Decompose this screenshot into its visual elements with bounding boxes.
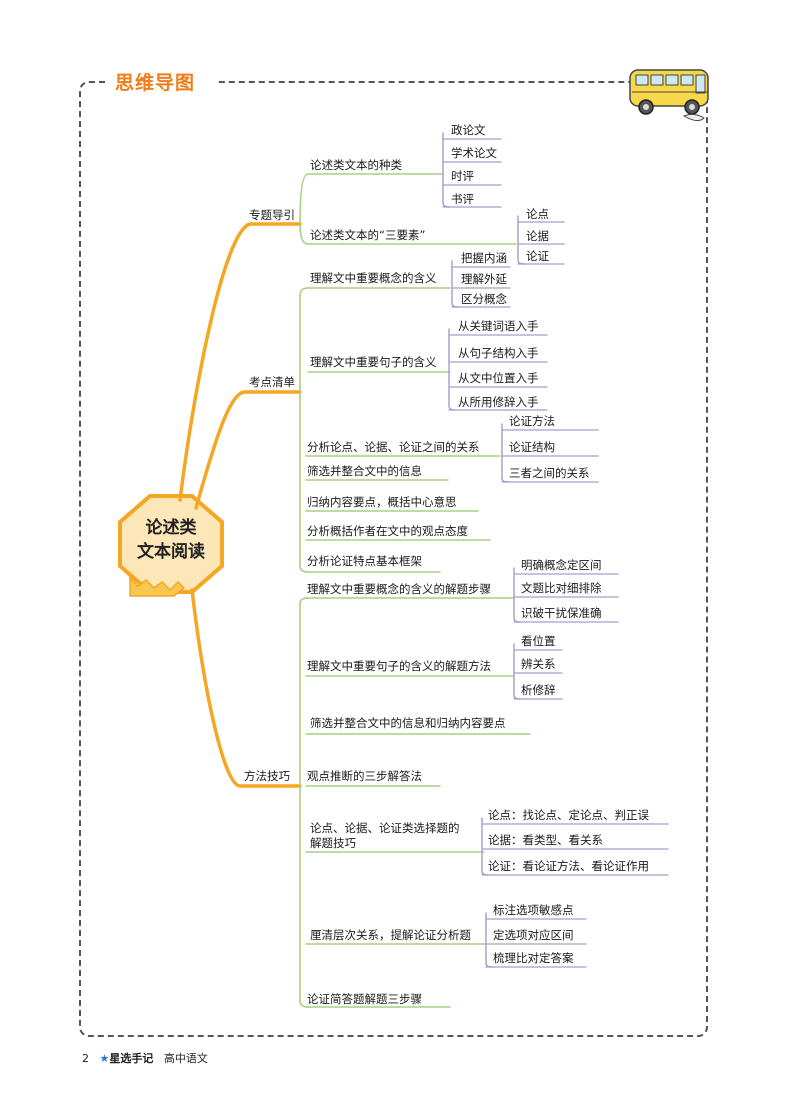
dashed-frame (79, 81, 708, 1037)
leaf-concept-3: 区分概念 (461, 292, 507, 306)
leaf-concept-2: 理解外延 (461, 272, 507, 286)
leaf-text-type-1: 政论文 (451, 123, 486, 137)
leaf-relation-2: 论证结构 (509, 440, 555, 454)
leaf-concept-step-2: 文题比对细排除 (521, 581, 602, 595)
node-analysis-question: 厘清层次关系，提解论证分析题 (310, 928, 471, 942)
node-sentence-methods: 理解文中重要句子的含义的解题方法 (307, 659, 491, 673)
sentence-bracket (448, 328, 456, 411)
leaf-sentence-method-3: 析修辞 (521, 683, 556, 697)
node-author-attitude: 分析概括作者在文中的观点态度 (307, 524, 468, 538)
center-line-2: 文本阅读 (137, 542, 205, 562)
node-sentence-meaning: 理解文中重要句子的含义 (310, 355, 437, 369)
center-node-label: 论述类 文本阅读 (121, 516, 221, 564)
node-text-types: 论述类文本的种类 (310, 158, 402, 172)
node-choice-skills-line2: 解题技巧 (310, 836, 356, 850)
leaf-concept-step-1: 明确概念定区间 (521, 558, 602, 572)
three-elements-bracket (517, 215, 525, 265)
branch-guide-label: 专题导引 (249, 208, 295, 222)
spine-methods-top (299, 597, 309, 787)
school-bus-icon (629, 69, 709, 122)
leaf-choice-skill-3: 论证：看论证方法、看论证作用 (488, 859, 649, 873)
node-argument-features: 分析论证特点基本框架 (307, 554, 422, 568)
node-concept-steps: 理解文中重要概念的含义的解题步骤 (307, 582, 491, 596)
page-footer: 2 ★星选手记 高中语文 (82, 1050, 208, 1066)
leaf-element-3: 论证 (526, 249, 549, 263)
leaf-analysis-3: 梳理比对定答案 (493, 951, 574, 965)
spine-exam-bottom (299, 391, 309, 573)
title-background (108, 68, 218, 96)
node-filter-info: 筛选并整合文中的信息 (307, 464, 422, 478)
concept-steps-bracket (513, 567, 521, 623)
leaf-text-type-3: 时评 (451, 169, 474, 183)
leaf-element-1: 论点 (526, 207, 549, 221)
leaf-sentence-2: 从句子结构入手 (458, 346, 539, 360)
sentence-methods-bracket (513, 643, 521, 700)
leaf-choice-skill-1: 论点：找论点、定论点、判正误 (488, 808, 649, 822)
leaf-sentence-method-2: 辨关系 (521, 657, 556, 671)
leaf-sentence-method-1: 看位置 (521, 634, 556, 648)
leaf-relation-1: 论证方法 (509, 414, 555, 428)
branch-methods-label: 方法技巧 (244, 769, 290, 783)
relation-bracket (501, 423, 509, 483)
leaf-sentence-3: 从文中位置入手 (458, 371, 539, 385)
spine-guide-bottom (299, 223, 309, 245)
subject-name: 高中语文 (163, 1052, 208, 1065)
node-inference-steps: 观点推断的三步解答法 (307, 769, 422, 783)
node-choice-skills-line1: 论点、论据、论证类选择题的 (310, 821, 460, 835)
leaf-analysis-1: 标注选项敏感点 (493, 903, 574, 917)
node-short-answer-steps: 论证简答题解题三步骤 (307, 992, 422, 1006)
concept-bracket (451, 260, 459, 308)
leaf-element-2: 论据 (526, 229, 549, 243)
leaf-text-type-2: 学术论文 (451, 146, 497, 160)
node-three-elements: 论述类文本的“三要素” (310, 228, 426, 242)
node-summarize: 归纳内容要点，概括中心意思 (307, 495, 457, 509)
analysis-bracket (485, 912, 493, 968)
page-number: 2 (82, 1052, 89, 1065)
branch-methods-connector (190, 588, 302, 788)
brand-name: 星选手记 (109, 1052, 154, 1065)
node-concept-meaning: 理解文中重要概念的含义 (310, 271, 437, 285)
center-ribbon-icon (129, 576, 186, 597)
leaf-concept-step-3: 识破干扰保准确 (521, 606, 602, 620)
spine-exam-top (299, 287, 309, 393)
leaf-analysis-2: 定选项对应区间 (493, 928, 574, 942)
center-line-1: 论述类 (145, 518, 197, 538)
leaf-text-type-4: 书评 (451, 192, 474, 206)
spine-methods-bottom (299, 785, 309, 1008)
page-title: 思维导图 (115, 72, 196, 94)
spine-guide-top (299, 173, 309, 225)
node-argument-relations: 分析论点、论据、论证之间的关系 (307, 440, 480, 454)
leaf-concept-1: 把握内涵 (461, 251, 507, 265)
branch-exam-connector (194, 390, 302, 510)
leaf-choice-skill-2: 论据：看类型、看关系 (488, 833, 603, 847)
branch-guide-connector (178, 222, 302, 502)
node-filter-and-summarize: 筛选并整合文中的信息和归纳内容要点 (310, 716, 506, 730)
star-icon: ★ (99, 1052, 110, 1065)
branch-exam-points-label: 考点清单 (249, 375, 295, 389)
leaf-sentence-4: 从所用修辞入手 (458, 395, 539, 409)
leaf-sentence-1: 从关键词语入手 (458, 319, 539, 333)
leaf-relation-3: 三者之间的关系 (509, 466, 590, 480)
text-types-bracket (442, 132, 450, 208)
